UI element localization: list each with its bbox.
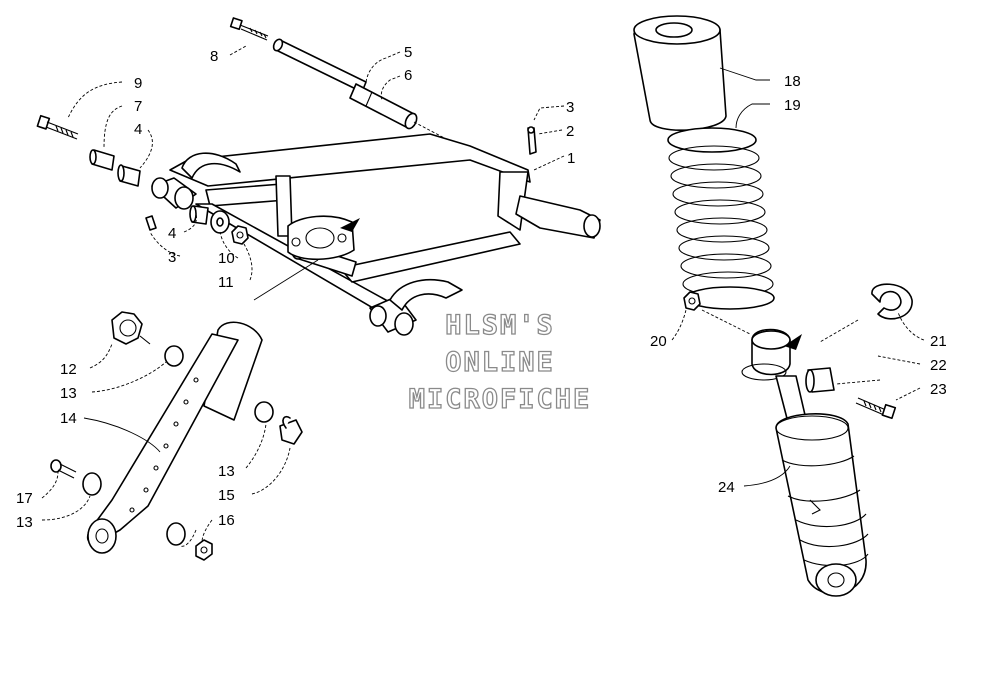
callout-16: 16 — [218, 512, 235, 529]
callout-9: 9 — [134, 75, 142, 92]
washer-part-13c — [82, 472, 102, 496]
callout-8: 8 — [210, 48, 218, 65]
bushing-part-4-upper — [117, 164, 141, 187]
bumper-boot-part-18 — [633, 15, 727, 131]
callout-1: 1 — [567, 150, 575, 167]
callout-7: 7 — [134, 98, 142, 115]
watermark-line-2: ONLINE — [445, 347, 555, 378]
nut-part-11 — [231, 225, 249, 245]
a-arm-frame-part-1 — [151, 126, 601, 336]
sleeve-part-7 — [89, 149, 115, 171]
callout-23: 23 — [930, 381, 947, 398]
watermark-line-3: MICROFICHE — [409, 384, 592, 415]
shaft-part-5-6 — [272, 38, 418, 130]
grease-fitting-part-3-left — [145, 215, 157, 231]
callout-20: 20 — [650, 333, 667, 350]
washer-part-13b — [254, 401, 274, 423]
watermark: HLSM'S ONLINE MICROFICHE — [408, 309, 592, 415]
bolt-part-23 — [855, 397, 897, 420]
watermark-line-1: HLSM'S — [445, 310, 555, 341]
callout-17: 17 — [16, 490, 33, 507]
callout-3-left: 3 — [168, 249, 176, 266]
sleeve-part-22 — [805, 367, 835, 393]
limiter-strap-part-14 — [86, 321, 263, 554]
callout-14: 14 — [60, 410, 77, 427]
callout-13-b: 13 — [218, 463, 235, 480]
callout-5: 5 — [404, 44, 412, 61]
callout-3-right: 3 — [566, 99, 574, 116]
callout-4-lower: 4 — [168, 225, 176, 242]
callout-10: 10 — [218, 250, 235, 267]
callout-21: 21 — [930, 333, 947, 350]
callout-2: 2 — [566, 123, 574, 140]
pointer-arrow-left — [340, 218, 360, 232]
washer-part-13a — [164, 345, 184, 367]
coil-spring-part-19 — [667, 127, 775, 310]
bolt-part-17 — [50, 459, 77, 479]
washer-part-13d — [166, 522, 186, 546]
bolt-part-9 — [36, 114, 79, 140]
callout-24: 24 — [718, 479, 735, 496]
callout-18: 18 — [784, 73, 801, 90]
wing-nut-part-15 — [279, 415, 303, 445]
callout-11: 11 — [218, 274, 234, 291]
callout-22: 22 — [930, 357, 947, 374]
knob-part-12 — [111, 311, 151, 345]
nut-part-20 — [683, 291, 701, 311]
bushing-part-4-lower — [189, 205, 209, 225]
callout-4-upper: 4 — [134, 121, 142, 138]
callout-12: 12 — [60, 361, 77, 378]
nut-part-16 — [195, 539, 213, 561]
callout-13-a: 13 — [60, 385, 77, 402]
callout-15: 15 — [218, 487, 235, 504]
pointer-arrow-right — [784, 334, 802, 350]
bolt-part-8 — [229, 17, 269, 41]
callout-6: 6 — [404, 67, 412, 84]
callout-13-c: 13 — [16, 514, 33, 531]
retainer-clip-part-21 — [871, 283, 913, 320]
washer-part-10 — [210, 210, 230, 234]
shock-absorber-part-24 — [741, 328, 869, 597]
callout-19: 19 — [784, 97, 801, 114]
